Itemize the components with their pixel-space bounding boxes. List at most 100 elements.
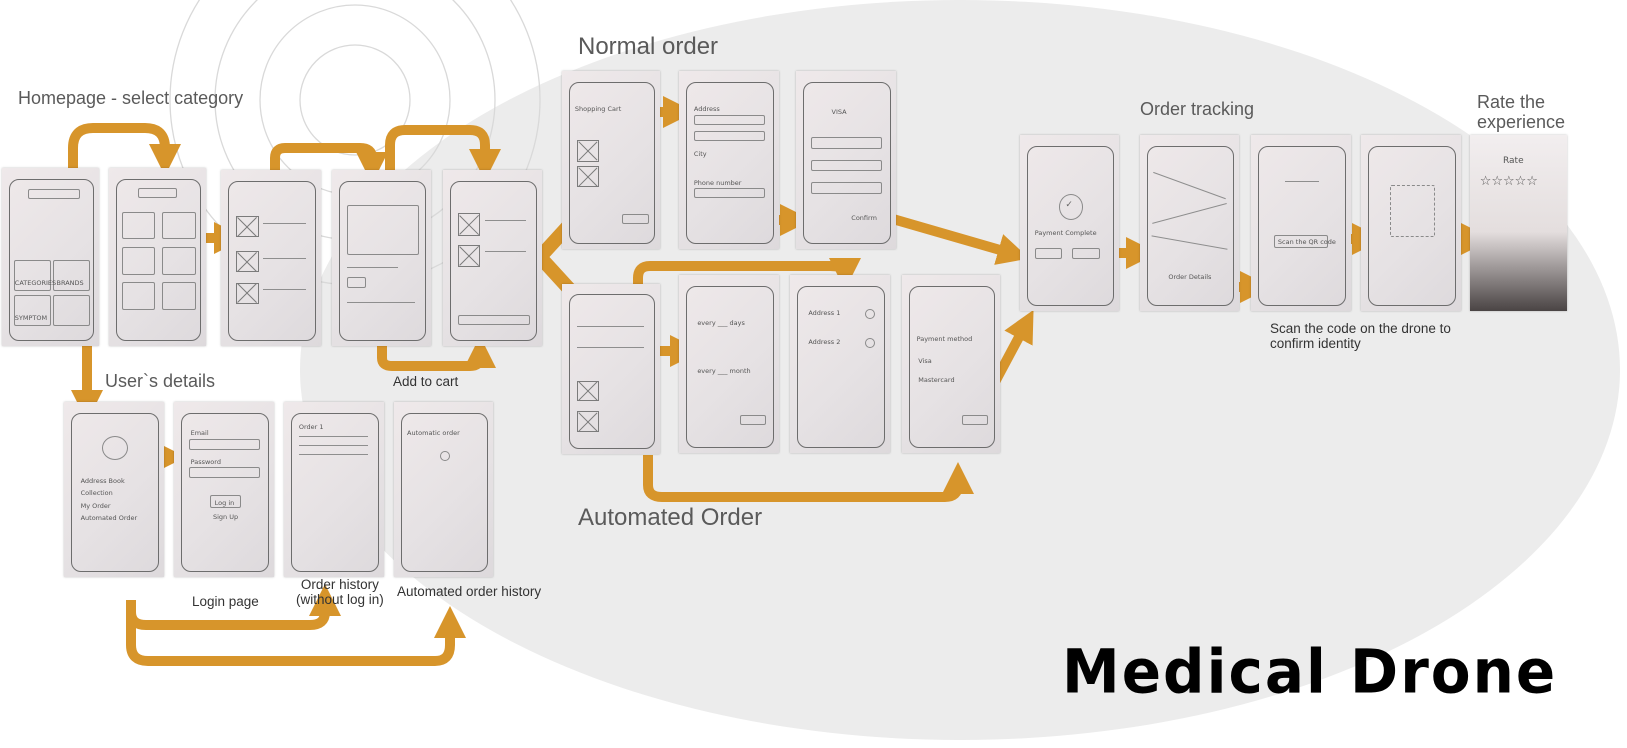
label-order-tracking: Order tracking xyxy=(1140,99,1255,119)
screen-payment-select: VISA Confirm xyxy=(796,71,896,249)
phone-outline xyxy=(338,180,427,341)
screen-address-form: Address City Phone number xyxy=(679,71,779,249)
grid-tile xyxy=(161,211,196,240)
field-sketch xyxy=(693,114,765,125)
sketch-payment-method: Payment method xyxy=(916,334,973,343)
grid-tile xyxy=(161,246,196,275)
sketch-line xyxy=(298,454,368,456)
sketch-line xyxy=(263,289,307,291)
sketch-cart-header: Shopping Cart xyxy=(574,105,622,114)
confirm-button-sketch xyxy=(962,414,988,425)
sketch-automatic-order: Automatic order xyxy=(407,429,460,438)
sketch-my-order: My Order xyxy=(80,501,111,510)
sketch-visa: VISA xyxy=(831,108,847,117)
sketch-brands: BRANDS xyxy=(56,278,84,287)
sketch-line xyxy=(484,251,526,253)
sketch-password: Password xyxy=(190,457,221,466)
grid-tile xyxy=(121,246,156,275)
sketch-line xyxy=(576,325,644,327)
label-scan-code: Scan the code on the drone to confirm id… xyxy=(1270,321,1451,352)
screen-address-select: Address 1 Address 2 xyxy=(790,275,890,453)
check-circle-sketch xyxy=(1058,194,1083,220)
brand-title: Medical Drone xyxy=(1062,636,1558,708)
category-tile xyxy=(53,259,91,291)
grid-tile xyxy=(121,282,156,310)
save-automatic-sketch xyxy=(457,314,530,325)
sketch-every-month: every ___ month xyxy=(697,366,751,375)
phone-outline xyxy=(228,180,316,341)
screen-payment-complete: ✓ Payment Complete xyxy=(1020,135,1119,311)
sketch-payment-complete: Payment Complete xyxy=(1034,228,1097,237)
phone-outline: Address Book Collection My Order Automat… xyxy=(71,412,159,572)
phone-outline: VISA Confirm xyxy=(803,81,891,244)
sketch-address-book: Address Book xyxy=(80,476,125,485)
password-field-sketch xyxy=(188,467,260,479)
sketch-phone-number: Phone number xyxy=(693,178,742,187)
product-image-placeholder xyxy=(576,380,599,402)
sketch-mastercard: Mastercard xyxy=(918,376,955,385)
sketch-line xyxy=(346,301,415,303)
field-sketch xyxy=(693,130,765,141)
screen-frequency: every ___ days every ___ month xyxy=(679,275,779,453)
product-image-placeholder xyxy=(576,411,599,432)
sketch-log-in: Log in xyxy=(214,498,235,507)
label-order-history: Order history (without log in) xyxy=(296,577,384,608)
screen-product-list xyxy=(221,170,321,346)
category-tile xyxy=(13,259,51,291)
sketch-categories: CATEGORIES xyxy=(14,278,57,287)
sketch-line xyxy=(576,347,644,349)
sketch-automated-order: Automated Order xyxy=(80,514,138,523)
screen-payment-method: Payment method Visa Mastercard xyxy=(902,275,1000,453)
phone-outline: Email Password Log in Sign Up xyxy=(181,412,269,572)
qr-frame-sketch xyxy=(1389,184,1435,238)
screen-tracking-map: Order Details xyxy=(1140,135,1239,311)
sketch-line xyxy=(298,445,368,446)
phone-outline: Address City Phone number xyxy=(686,81,774,244)
category-tile xyxy=(53,295,91,326)
sketch-every-days: every ___ days xyxy=(697,318,745,327)
back-button-sketch xyxy=(1034,247,1063,260)
sketch-collection: Collection xyxy=(80,489,113,498)
phone-outline xyxy=(449,180,538,341)
label-rate: Rate the experience xyxy=(1477,92,1566,133)
product-image-placeholder xyxy=(457,213,481,236)
phone-outline: Scan the QR code xyxy=(1258,145,1346,306)
product-image-placeholder xyxy=(457,244,481,268)
screen-category-grid xyxy=(109,168,206,346)
sketch-email: Email xyxy=(190,429,209,438)
screen-login: Email Password Log in Sign Up xyxy=(174,402,274,577)
phone-outline: Payment method Visa Mastercard xyxy=(908,285,996,448)
sketch-address-2: Address 2 xyxy=(808,337,841,346)
product-image-placeholder xyxy=(576,165,599,188)
phone-outline xyxy=(568,294,656,450)
sketch-line xyxy=(484,219,526,221)
sketch-address-1: Address 1 xyxy=(808,309,841,318)
grid-tile xyxy=(121,211,156,240)
phone-outline: CATEGORIES BRANDS SYMPTOM xyxy=(8,178,95,341)
sketch-line xyxy=(263,222,307,224)
screen-automated-history: Automatic order xyxy=(394,402,493,577)
phone-outline: ✓ Payment Complete xyxy=(1026,145,1115,306)
label-users-details: User`s details xyxy=(105,371,216,391)
phone-outline: Order Details xyxy=(1146,145,1235,306)
screen-rate: Rate ☆☆☆☆☆ xyxy=(1470,135,1567,311)
field-sketch xyxy=(693,188,765,199)
email-field-sketch xyxy=(188,438,260,451)
product-image-sketch xyxy=(346,205,419,255)
label-automated-history: Automated order history xyxy=(397,584,542,599)
search-bar-sketch xyxy=(137,187,178,198)
label-normal-order: Normal order xyxy=(578,33,719,60)
add-to-cart-sketch xyxy=(346,276,366,289)
confirm-button-sketch xyxy=(740,414,767,425)
map-road xyxy=(1153,171,1226,199)
screen-shopping-cart xyxy=(443,170,542,346)
sketch-city: City xyxy=(693,149,707,158)
phone-outline xyxy=(115,178,202,341)
sketch-visa-lower: Visa xyxy=(918,357,932,366)
login-button-sketch xyxy=(209,495,241,509)
toggle-dot-sketch xyxy=(440,451,450,462)
view-button-sketch xyxy=(1072,247,1100,260)
radio-sketch xyxy=(865,309,875,320)
phone-outline: Automatic order xyxy=(400,412,489,572)
map-road xyxy=(1152,203,1227,224)
